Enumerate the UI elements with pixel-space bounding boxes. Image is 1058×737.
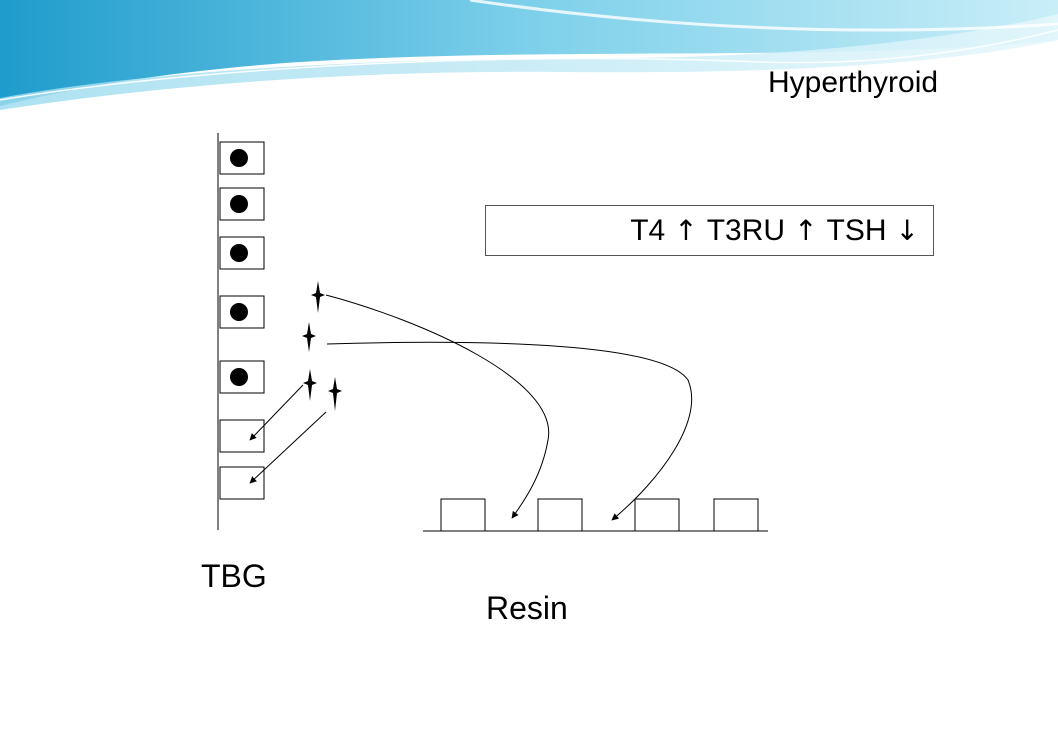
four-point-star-icon: [328, 377, 342, 411]
resin-label: Resin: [486, 590, 568, 626]
resin-binding-slot: [634, 498, 680, 532]
filled-circle-icon: [230, 244, 248, 262]
resin-row: [423, 498, 768, 532]
tbg-binding-slot: [219, 466, 265, 500]
slide-title: Hyperthyroid: [768, 66, 939, 99]
arrow-star-to-tbg-slot-7: [249, 411, 327, 484]
arrow-star-to-resin-slot-2: [326, 341, 693, 521]
filled-circle-icon: [230, 149, 248, 167]
t3ru-label: T3RU: [706, 213, 786, 247]
binding-arrows: [249, 294, 693, 521]
arrow-star-to-tbg-slot-6: [249, 384, 304, 441]
filled-circle-icon: [230, 195, 248, 213]
tbg-label: TBG: [201, 558, 267, 594]
resin-binding-slot: [537, 498, 583, 532]
filled-circle-icon: [230, 368, 248, 386]
tbg-column: [217, 133, 265, 530]
header-banner: [0, 0, 1058, 110]
free-hormones: [302, 281, 342, 411]
tsh-label: TSH: [826, 213, 887, 247]
filled-circle-icon: [230, 303, 248, 321]
resin-binding-slot: [713, 498, 759, 532]
resin-binding-slot: [440, 498, 486, 532]
lab-summary-box: T4 ↑ T3RU ↑ TSH ↓: [485, 205, 934, 256]
up-arrow-icon: ↑: [794, 214, 818, 247]
four-point-star-icon: [311, 281, 325, 313]
four-point-star-icon: [302, 322, 316, 352]
up-arrow-icon: ↑: [674, 214, 698, 247]
t4-label: T4: [630, 213, 666, 247]
down-arrow-icon: ↓: [895, 214, 919, 247]
four-point-star-icon: [303, 369, 317, 401]
tbg-binding-slot: [219, 419, 265, 453]
arrow-star-to-resin-slot-1: [325, 294, 550, 519]
